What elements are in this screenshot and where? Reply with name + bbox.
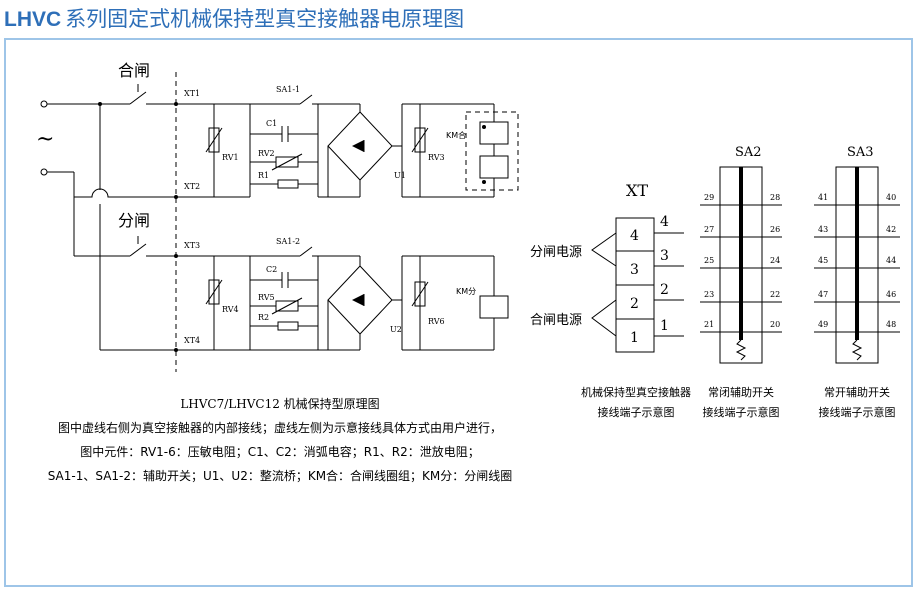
label-sa1-2: SA1-2 [276, 237, 300, 246]
varistor-rv4 [208, 279, 220, 305]
label-rv3: RV3 [428, 153, 445, 162]
xt-pin-2: 2 [660, 282, 669, 298]
label-u1: U1 [394, 171, 406, 180]
terminal-xt2: XT2 [184, 182, 200, 191]
notes-block: LHVC7/LHVC12 机械保持型原理图 图中虚线右侧为真空接触器的内部接线；… [0, 392, 560, 488]
close-coil-2 [479, 155, 509, 179]
sa2-caption-line1: 常闭辅助开关 [708, 385, 774, 399]
resistor-r2 [277, 321, 299, 331]
switch-sa1-1 [299, 94, 313, 105]
label-sa1-1: SA1-1 [276, 85, 300, 94]
sa2-pin-27: 27 [704, 225, 714, 234]
sa2-title: SA2 [735, 145, 762, 160]
sa3-title: SA3 [847, 145, 874, 160]
sa3-pin-41: 41 [818, 193, 828, 202]
resistor-r1 [277, 179, 299, 189]
sa2-caption-line2: 接线端子示意图 [703, 405, 780, 419]
terminal-xt4: XT4 [184, 336, 200, 345]
sa2-pin-26: 26 [770, 225, 780, 234]
label-open: 分闸 [118, 211, 150, 230]
close-coil-group-box [465, 111, 519, 191]
sa2-pin-20: 20 [770, 320, 780, 329]
open-coil [479, 295, 509, 319]
xt-cell-1: 1 [630, 330, 639, 346]
label-c2: C2 [266, 265, 277, 274]
xt-caption-line2: 接线端子示意图 [598, 405, 675, 419]
label-close: 合闸 [118, 61, 150, 80]
note-line-2: 图中元件：RV1-6：压敏电阻；C1、C2：消弧电容；R1、R2：泄放电阻； [80, 445, 480, 459]
close-switch [129, 91, 147, 105]
sa2-pin-25: 25 [704, 256, 714, 265]
label-rv5: RV5 [258, 293, 275, 302]
ac-symbol: ~ [36, 127, 54, 152]
sa3-pin-43: 43 [818, 225, 828, 234]
sa2-pin-23: 23 [704, 290, 714, 299]
title-text: 系列固定式机械保持型真空接触器电原理图 [65, 7, 465, 31]
label-r1: R1 [258, 171, 269, 180]
diagram-title: LHVC7/LHVC12 机械保持型原理图 [180, 397, 380, 411]
xt-caption-line1: 机械保持型真空接触器 [581, 385, 691, 399]
sa3-caption-line1: 常开辅助开关 [824, 385, 890, 399]
label-r2: R2 [258, 313, 269, 322]
label-rv2: RV2 [258, 149, 275, 158]
sa2-pin-28: 28 [770, 193, 780, 202]
varistor-rv3 [414, 127, 426, 153]
label-rv1: RV1 [222, 153, 239, 162]
sa3-pin-42: 42 [886, 225, 896, 234]
sa2-pins [700, 204, 782, 333]
label-rv6: RV6 [428, 317, 445, 326]
label-open-power: 分闸电源 [530, 245, 582, 260]
sa3-pin-40: 40 [886, 193, 896, 202]
sa2-pin-24: 24 [770, 256, 780, 265]
terminal-xt1: XT1 [184, 89, 200, 98]
sa3-pin-47: 47 [818, 290, 828, 299]
label-close-power: 合闸电源 [530, 313, 582, 328]
open-switch [129, 243, 147, 257]
note-line-1: 图中虚线右侧为真空接触器的内部接线；虚线左侧为示意接线具体方式由用户进行， [57, 421, 502, 435]
switch-sa1-2 [299, 246, 313, 257]
sa3-pin-44: 44 [886, 256, 896, 265]
title-prefix: LHVC [4, 8, 62, 31]
xt-pin-1: 1 [660, 318, 669, 334]
sa3-pin-48: 48 [886, 320, 896, 329]
sa3-pin-49: 49 [818, 320, 828, 329]
xt-pin-4: 4 [660, 214, 669, 230]
terminal-xt3: XT3 [184, 241, 200, 250]
xt-block-title: XT [626, 181, 648, 200]
sa3-caption-line2: 接线端子示意图 [819, 405, 896, 419]
sa2-pin-21: 21 [704, 320, 714, 329]
note-line-3: SA1-1、SA1-2：辅助开关；U1、U2：整流桥；KM合：合闸线圈组；KM分… [47, 469, 513, 483]
xt-cell-3: 3 [630, 262, 639, 278]
xt-cell-4: 4 [630, 228, 639, 244]
sa2-pin-22: 22 [770, 290, 780, 299]
xt-cell-2: 2 [630, 296, 639, 312]
sa3-pins [814, 204, 900, 333]
label-km-open: KM分 [456, 287, 476, 296]
label-u2: U2 [390, 325, 402, 334]
label-c1: C1 [266, 119, 277, 128]
ac-input-terminal-top [40, 100, 48, 108]
ac-input-terminal-bottom [40, 168, 48, 176]
sa2-pin-29: 29 [704, 193, 714, 202]
label-rv4: RV4 [222, 305, 239, 314]
sa3-pin-46: 46 [886, 290, 896, 299]
sa3-pin-45: 45 [818, 256, 828, 265]
varistor-rv1 [208, 127, 220, 153]
label-km-close: KM合 [446, 130, 466, 140]
xt-pin-3: 3 [660, 248, 669, 264]
content-panel [4, 38, 913, 587]
varistor-rv6 [414, 281, 426, 307]
